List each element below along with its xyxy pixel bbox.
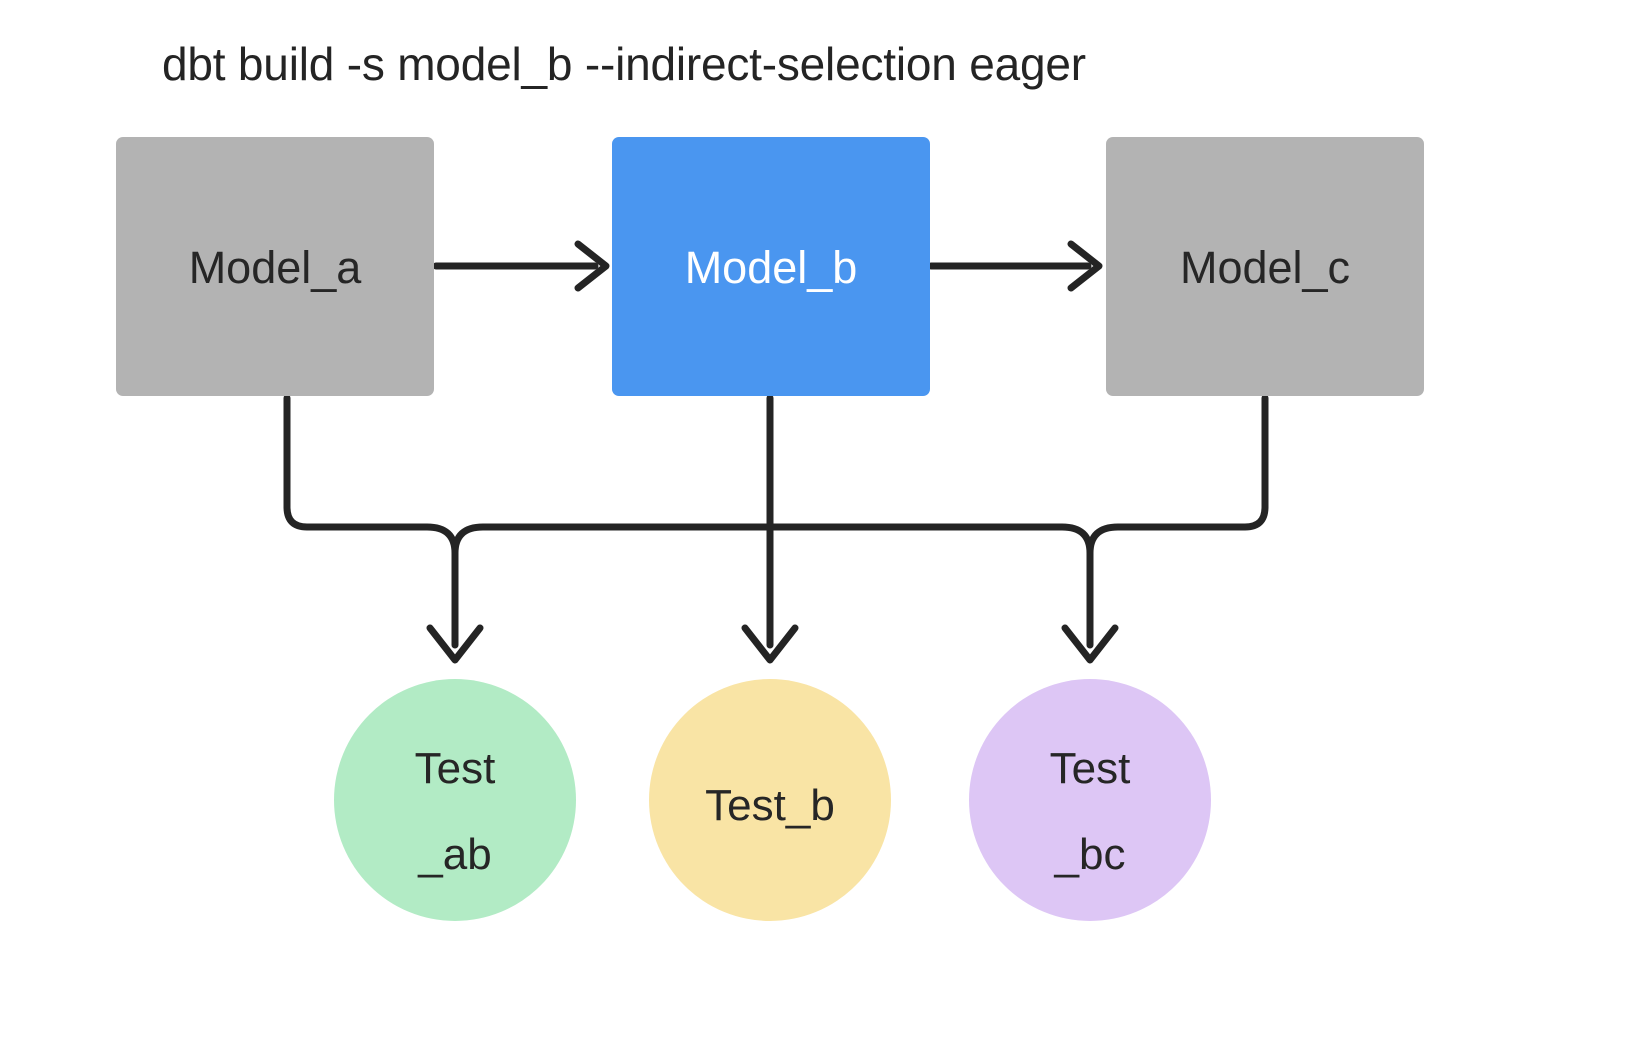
- model-a-box[interactable]: [116, 137, 434, 396]
- node-model-a[interactable]: Model_a: [116, 137, 434, 396]
- edge-model-b-to-test-ab: [451, 523, 774, 557]
- test-bc-label-line1: Test: [1050, 744, 1131, 793]
- arrow-head-icon: [574, 240, 610, 292]
- model-c-box[interactable]: [1106, 137, 1424, 396]
- model-b-box[interactable]: [612, 137, 930, 396]
- model-b-label: Model_b: [685, 242, 858, 293]
- node-test-bc[interactable]: Test _bc: [969, 679, 1211, 921]
- test-b-circle[interactable]: [649, 679, 891, 921]
- arrow-head-icon-test-bc: [1061, 624, 1119, 664]
- arrow-head-icon-test-b: [741, 624, 799, 664]
- model-c-label: Model_c: [1180, 242, 1350, 293]
- edge-model-b-to-model-c: [927, 240, 1103, 292]
- edge-layer: [283, 240, 1269, 664]
- edge-model-a-to-model-b: [432, 240, 610, 292]
- node-test-ab[interactable]: Test _ab: [334, 679, 576, 921]
- test-ab-circle[interactable]: [334, 679, 576, 921]
- model-a-label: Model_a: [189, 242, 363, 293]
- test-bc-label-line2: _bc: [1054, 830, 1126, 879]
- node-test-b[interactable]: Test_b: [649, 679, 891, 921]
- test-ab-label-line2: _ab: [417, 830, 491, 879]
- arrow-head-icon-test-ab: [426, 624, 484, 664]
- node-model-b[interactable]: Model_b: [612, 137, 930, 396]
- edge-model-b-to-test-bc: [766, 523, 1094, 649]
- page-title: dbt build -s model_b --indirect-selectio…: [162, 38, 1086, 90]
- edge-model-a-to-test-ab: [283, 394, 459, 649]
- arrow-head-icon: [1067, 240, 1103, 292]
- test-b-label-line1: Test_b: [705, 781, 835, 830]
- edge-model-c-to-test-bc: [1086, 394, 1269, 557]
- test-bc-circle[interactable]: [969, 679, 1211, 921]
- node-model-c[interactable]: Model_c: [1106, 137, 1424, 396]
- test-ab-label-line1: Test: [415, 744, 496, 793]
